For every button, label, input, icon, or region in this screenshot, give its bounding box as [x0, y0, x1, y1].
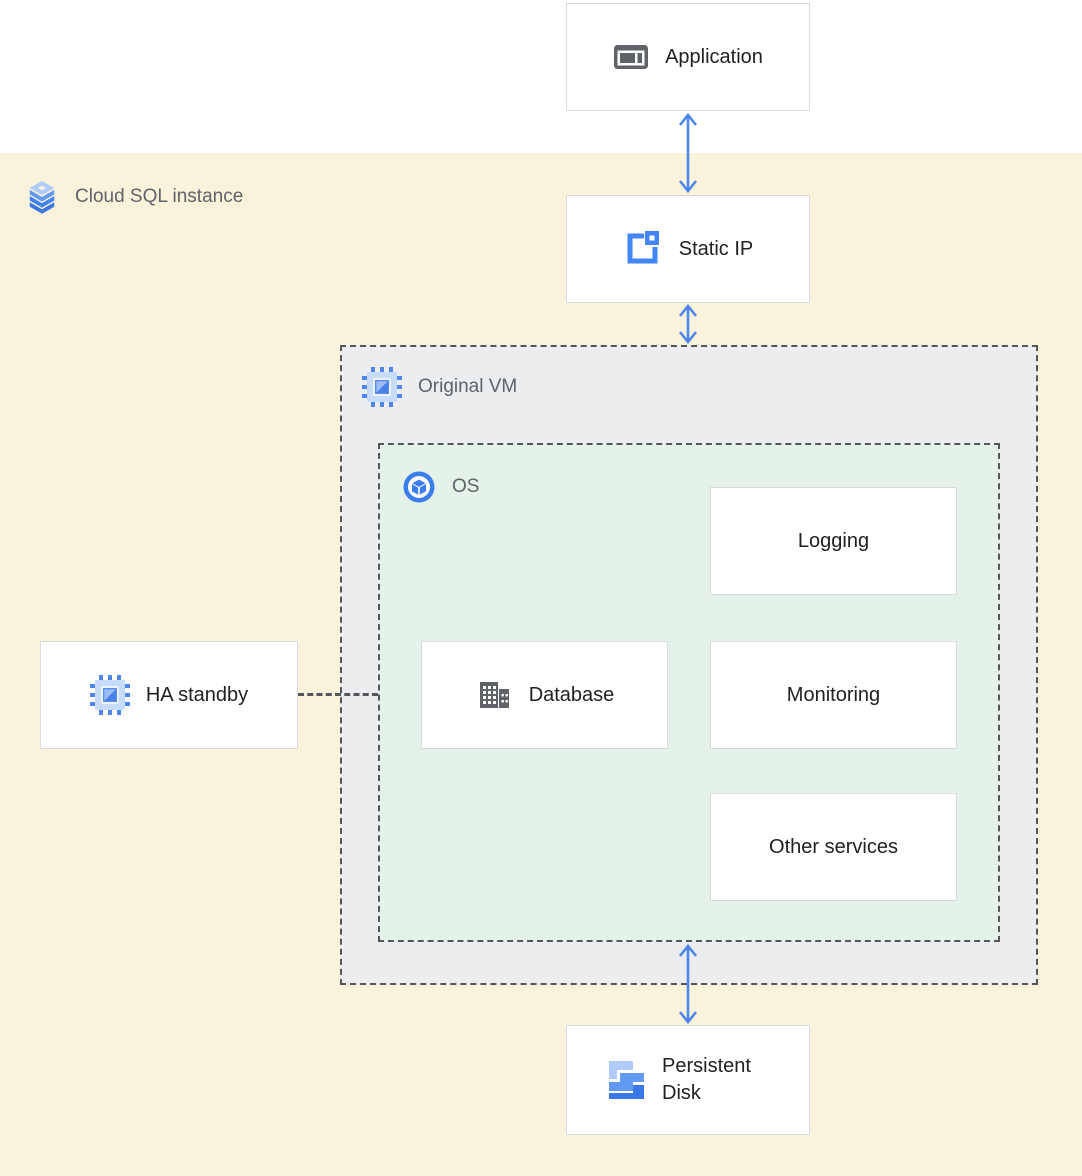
- compute-engine-icon: [362, 367, 402, 407]
- original-vm-label-row: Original VM: [362, 367, 517, 407]
- os-label: OS: [452, 476, 480, 497]
- static-ip-label: Static IP: [678, 237, 754, 260]
- database-label: Database: [528, 683, 615, 706]
- static-ip-node: Static IP: [566, 195, 810, 303]
- monitoring-node: Monitoring: [710, 641, 957, 749]
- compute-engine-icon: [89, 675, 130, 715]
- database-node: Database: [421, 641, 668, 749]
- other-services-label: Other services: [769, 835, 898, 858]
- application-window-icon: [614, 45, 649, 69]
- monitoring-label: Monitoring: [786, 683, 881, 706]
- os-icon: [403, 471, 435, 503]
- persistent-disk-node: Persistent Disk: [566, 1025, 810, 1135]
- arrow-application-staticip: [678, 113, 698, 193]
- cloud-sql-instance-label: Cloud SQL instance: [75, 186, 244, 207]
- arrow-staticip-vm: [678, 304, 698, 344]
- cloud-sql-instance-label-row: Cloud SQL instance: [25, 179, 243, 215]
- os-label-row: OS: [402, 470, 479, 504]
- ha-standby-connector-line: [298, 693, 378, 696]
- logging-label: Logging: [797, 529, 870, 552]
- persistent-disk-icon: [609, 1061, 644, 1099]
- static-ip-icon: [627, 231, 659, 264]
- ha-standby-label: HA standby: [145, 683, 249, 706]
- cloud-sql-icon: [29, 180, 55, 214]
- other-services-node: Other services: [710, 793, 957, 901]
- application-label: Application: [665, 45, 763, 68]
- database-building-icon: [479, 682, 509, 708]
- persistent-disk-label: Persistent Disk: [662, 1055, 751, 1104]
- original-vm-label: Original VM: [418, 376, 518, 397]
- arrow-os-persistentdisk: [678, 944, 698, 1024]
- application-node: Application: [566, 3, 810, 111]
- logging-node: Logging: [710, 487, 957, 595]
- ha-standby-node: HA standby: [40, 641, 298, 749]
